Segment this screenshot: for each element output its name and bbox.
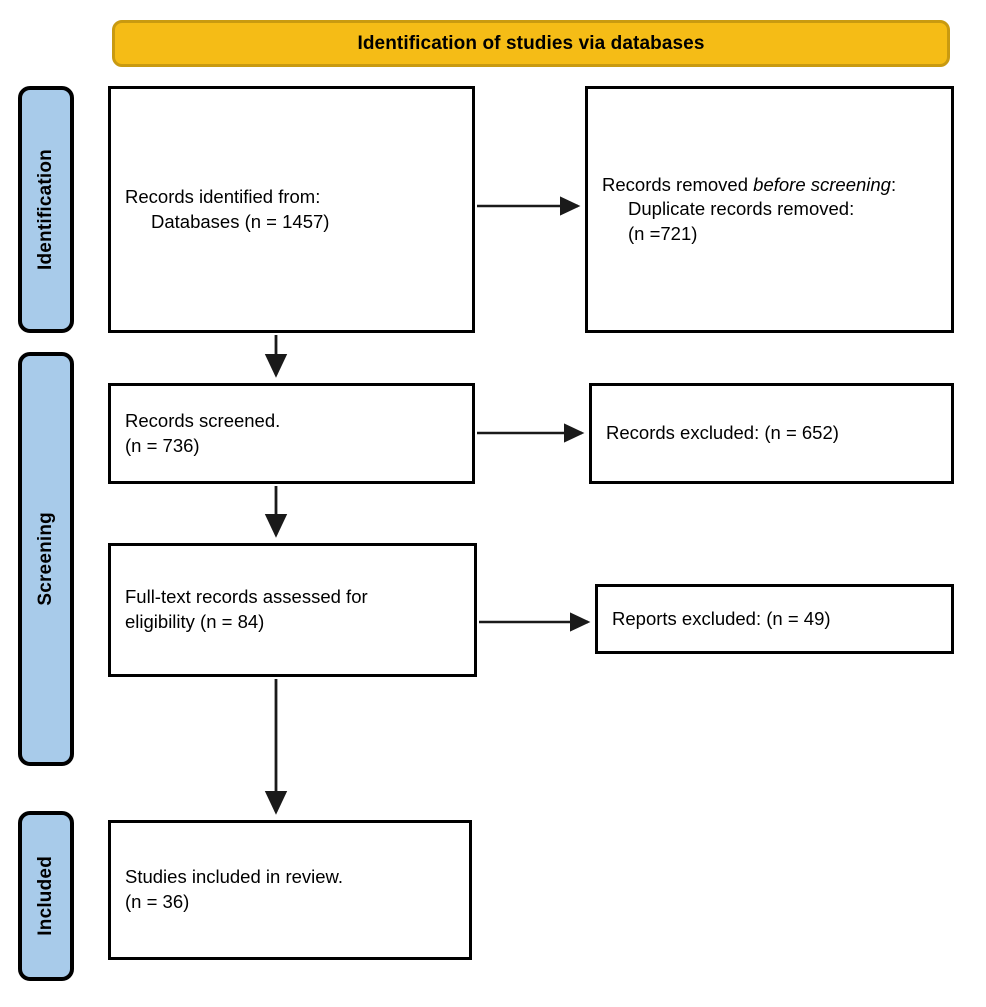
box-records-excluded-text: Records excluded: (n = 652) xyxy=(606,422,839,444)
records-removed-colon: : xyxy=(890,173,897,195)
records-removed-italic: before screening xyxy=(753,173,891,195)
box-records-removed: Records removed before screening: Duplica… xyxy=(585,86,954,333)
records-removed-line3: (n =721) xyxy=(628,222,698,244)
box-fulltext-assessed: Full-text records assessed for eligibilit… xyxy=(108,543,477,677)
box-records-removed-text: Records removed before screening: Duplica… xyxy=(588,173,910,247)
box-records-screened: Records screened. (n = 736) xyxy=(108,383,475,484)
included-line1: Studies included in review. xyxy=(125,866,344,888)
box-records-screened-text: Records screened. (n = 736) xyxy=(111,409,294,458)
fulltext-line1: Full-text records assessed for xyxy=(125,586,368,608)
included-line2: (n = 36) xyxy=(125,891,190,912)
box-studies-included: Studies included in review. (n = 36) xyxy=(108,820,472,960)
banner-identification-header: Identification of studies via databases xyxy=(112,20,950,67)
stage-label-screening-text: Screening xyxy=(35,512,56,606)
records-screened-line2: (n = 736) xyxy=(125,434,200,456)
fulltext-line2: eligibility (n = 84) xyxy=(125,611,265,632)
box-reports-excluded-text: Reports excluded: (n = 49) xyxy=(612,607,831,629)
stage-label-identification: Identification xyxy=(18,86,74,333)
records-removed-line2: Duplicate records removed: xyxy=(628,198,855,220)
box-records-excluded: Records excluded: (n = 652) xyxy=(589,383,954,484)
box-records-identified: Records identified from: Databases (n = 1… xyxy=(108,86,475,333)
records-screened-line1: Records screened. xyxy=(125,409,281,431)
box-records-identified-text: Records identified from: Databases (n = 1… xyxy=(111,185,343,234)
stage-label-identification-text: Identification xyxy=(35,148,56,271)
stage-label-included-text: Included xyxy=(35,856,56,936)
records-identified-line2: Databases (n = 1457) xyxy=(151,210,330,232)
stage-label-included: Included xyxy=(18,811,74,981)
box-studies-included-text: Studies included in review. (n = 36) xyxy=(111,865,357,914)
box-fulltext-assessed-text: Full-text records assessed for eligibilit… xyxy=(111,585,382,634)
records-identified-line1: Records identified from: xyxy=(125,185,321,207)
banner-title: Identification of studies via databases xyxy=(357,32,705,54)
records-removed-lead: Records removed xyxy=(602,173,754,195)
stage-label-screening: Screening xyxy=(18,352,74,766)
box-reports-excluded: Reports excluded: (n = 49) xyxy=(595,584,954,654)
